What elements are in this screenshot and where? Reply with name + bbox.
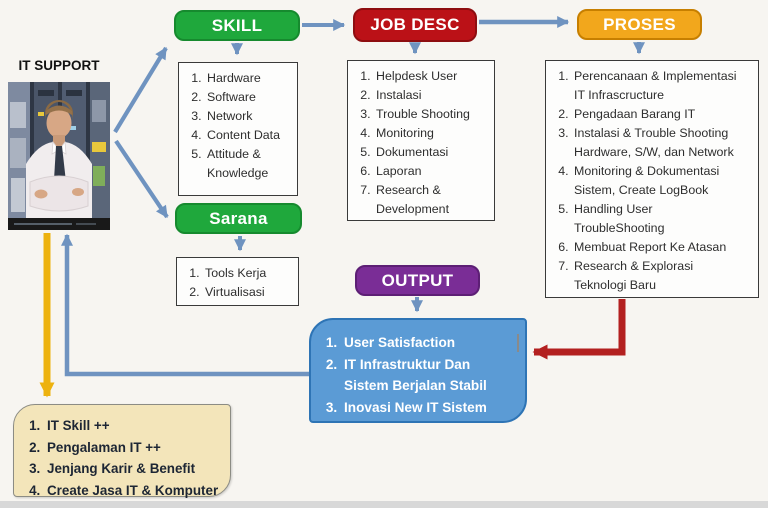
arrow-photo-to-sarana (114, 139, 169, 219)
skill-list: HardwareSoftwareNetworkContent DataAttit… (179, 63, 297, 183)
sarana-list: Tools KerjaVirtualisasi (177, 258, 298, 302)
list-item: Create Jasa IT & Komputer (44, 480, 224, 502)
list-item: Attitude & Knowledge (205, 145, 285, 183)
list-item: Instalasi (374, 86, 482, 105)
list-item: IT Skill ++ (44, 415, 224, 437)
sarana-node: Sarana (175, 203, 302, 234)
list-item: Trouble Shooting (374, 105, 482, 124)
image-bottom-edge (0, 501, 768, 508)
list-item: Handling User TroubleShooting (572, 200, 746, 238)
job-desc-list-box: Helpdesk UserInstalasiTrouble ShootingMo… (347, 60, 495, 221)
proses-list-box: Perencanaan & Implementasi IT Infrascruc… (545, 60, 759, 298)
list-item: Tools Kerja (203, 264, 286, 283)
job-desc-node: JOB DESC (353, 8, 477, 42)
job-desc-list: Helpdesk UserInstalasiTrouble ShootingMo… (348, 61, 494, 219)
output-node: OUTPUT (355, 265, 480, 296)
it-support-photo (8, 82, 110, 230)
list-item: User Satisfaction (341, 332, 517, 354)
list-item: Instalasi & Trouble Shooting Hardware, S… (572, 124, 746, 162)
list-item: Software (205, 88, 285, 107)
cursor-artifact-mark (517, 334, 519, 352)
list-item: IT Infrastruktur Dan Sistem Berjalan Sta… (341, 354, 517, 397)
list-item: Hardware (205, 69, 285, 88)
benefit-list: IT Skill ++Pengalaman IT ++Jenjang Karir… (14, 405, 230, 501)
list-item: Dokumentasi (374, 143, 482, 162)
list-item: Jenjang Karir & Benefit (44, 458, 224, 480)
list-item: Pengalaman IT ++ (44, 437, 224, 459)
list-item: Laporan (374, 162, 482, 181)
list-item: Virtualisasi (203, 283, 286, 302)
server-room-person-illustration (8, 82, 110, 230)
list-item: Research & Explorasi Teknologi Baru (572, 257, 746, 295)
proses-node: PROSES (577, 9, 702, 40)
arrow-proses-to-output-box (532, 299, 626, 360)
it-support-label: IT SUPPORT (18, 58, 100, 73)
arrow-photo-to-skill (113, 46, 168, 134)
list-item: Inovasi New IT Sistem (341, 397, 517, 419)
benefit-box: IT Skill ++Pengalaman IT ++Jenjang Karir… (13, 404, 231, 498)
skill-list-box: HardwareSoftwareNetworkContent DataAttit… (178, 62, 298, 196)
output-result-box: User SatisfactionIT Infrastruktur Dan Si… (309, 318, 527, 423)
list-item: Research & Development (374, 181, 482, 219)
list-item: Monitoring & Dokumentasi Sistem, Create … (572, 162, 746, 200)
skill-node: SKILL (174, 10, 300, 41)
list-item: Membuat Report Ke Atasan (572, 238, 746, 257)
list-item: Content Data (205, 126, 285, 145)
list-item: Network (205, 107, 285, 126)
list-item: Pengadaan Barang IT (572, 105, 746, 124)
output-result-list: User SatisfactionIT Infrastruktur Dan Si… (311, 320, 525, 418)
list-item: Perencanaan & Implementasi IT Infrascruc… (572, 67, 746, 105)
list-item: Helpdesk User (374, 67, 482, 86)
sarana-list-box: Tools KerjaVirtualisasi (176, 257, 299, 306)
proses-list: Perencanaan & Implementasi IT Infrascruc… (546, 61, 758, 295)
list-item: Monitoring (374, 124, 482, 143)
